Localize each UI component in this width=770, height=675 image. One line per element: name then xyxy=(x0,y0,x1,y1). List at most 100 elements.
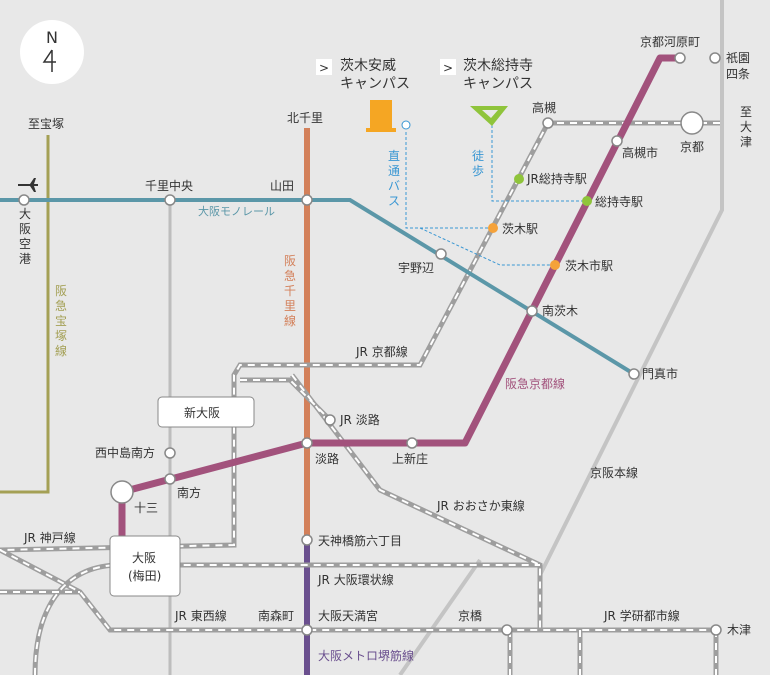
label-gion-1: 祇園 xyxy=(726,51,750,65)
label-ibaraki: 茨木駅 xyxy=(502,222,538,236)
station-senri-chuo xyxy=(164,194,176,206)
label-hankyu-senri-4: 里 xyxy=(284,299,296,313)
label-takatsuki: 高槻 xyxy=(532,100,556,115)
label-minamikata: 南方 xyxy=(177,485,201,500)
building-icon xyxy=(366,100,396,132)
station-awaji xyxy=(301,437,313,449)
station-juso xyxy=(110,480,134,504)
label-walk-2: 歩 xyxy=(472,163,484,178)
station-takatsuki xyxy=(542,117,554,129)
station-kyobashi xyxy=(501,624,513,636)
station-soujiji xyxy=(582,196,592,206)
label-kadoma: 門真市 xyxy=(642,366,678,381)
label-kyobashi: 京橋 xyxy=(458,609,482,623)
label-monorail: 大阪モノレール xyxy=(198,204,275,218)
label-yamada: 山田 xyxy=(270,179,294,193)
label-jr-loop: JR 大阪環状線 xyxy=(317,572,394,587)
station-yamada xyxy=(301,194,313,206)
station-kyoto xyxy=(680,111,704,135)
label-osaka-2: (梅田) xyxy=(128,568,161,583)
station-jr-soujiji xyxy=(514,174,524,184)
label-jr-kobe: JR 神戸線 xyxy=(23,530,76,545)
label-hankyu-senri-1: 阪 xyxy=(284,254,296,268)
shin-osaka-box xyxy=(157,396,255,428)
label-to-otsu-3: 津 xyxy=(740,135,752,149)
label-hankyu-takarazuka-2: 急 xyxy=(55,298,67,313)
station-jr-awaji xyxy=(324,414,336,426)
bus-stop-marker xyxy=(401,120,411,130)
label-hankyu-senri-5: 線 xyxy=(284,313,296,328)
label-itami-4: 港 xyxy=(19,252,31,266)
station-takatsukishi xyxy=(611,135,623,147)
label-itami-3: 空 xyxy=(19,237,31,251)
label-kita-senri: 北千里 xyxy=(287,111,323,125)
label-shin-osaka: 新大阪 xyxy=(184,405,220,420)
station-ibarakishi xyxy=(550,260,560,270)
label-kyoto-kawaramachi: 京都河原町 xyxy=(640,35,700,49)
label-to-takarazuka: 至宝塚 xyxy=(28,117,64,131)
label-walk-1: 徒 xyxy=(472,149,484,163)
campus-routes xyxy=(405,125,587,266)
label-hankyu-senri-2: 急 xyxy=(284,268,296,283)
label-minami-ibaraki: 南茨木 xyxy=(542,303,578,318)
compass-letter: N xyxy=(46,28,58,47)
station-gion xyxy=(709,52,721,64)
label-jr-awaji: JR 淡路 xyxy=(339,412,380,427)
label-itami-1: 大 xyxy=(19,207,31,221)
label-tenjin: 天神橋筋六丁目 xyxy=(318,533,402,548)
station-nishinaka xyxy=(164,447,176,459)
label-direct-bus-4: ス xyxy=(388,194,400,208)
label-nishinaka: 西中島南方 xyxy=(95,445,155,460)
osaka-monorail-line xyxy=(0,198,636,376)
station-minamimorimachi xyxy=(301,624,313,636)
label-takatsukishi: 高槻市 xyxy=(622,145,658,160)
label-hankyu-takarazuka-5: 線 xyxy=(55,343,67,358)
label-to-otsu-2: 大 xyxy=(740,120,752,134)
osaka-box xyxy=(109,535,181,597)
arrow-box-anui xyxy=(316,59,332,75)
label-anui-campus-2: キャンパス xyxy=(340,76,410,92)
label-direct-bus-1: 直 xyxy=(388,149,400,163)
label-hankyu-kyoto: 阪急京都線 xyxy=(505,376,565,391)
arrow-anui-icon: > xyxy=(319,61,329,75)
label-sakaisuji: 大阪メトロ堺筋線 xyxy=(318,648,414,663)
label-hankyu-takarazuka-3: 宝 xyxy=(55,314,67,328)
stations xyxy=(18,52,722,636)
label-to-otsu-1: 至 xyxy=(740,105,752,119)
label-hankyu-takarazuka-4: 塚 xyxy=(55,329,67,343)
airplane-icon xyxy=(18,178,38,192)
label-jr-soujiji: JR総持寺駅 xyxy=(526,171,587,186)
hankyu-takarazuka-line xyxy=(0,135,50,494)
compass-arrow-icon xyxy=(42,49,56,72)
label-keihan: 京阪本線 xyxy=(590,465,638,480)
label-ibarakishi: 茨木市駅 xyxy=(565,258,613,273)
label-souji-campus-2: キャンパス xyxy=(463,76,533,92)
arrow-box-souji xyxy=(440,59,456,75)
label-soujiji: 総持寺駅 xyxy=(595,194,643,209)
label-juso: 十三 xyxy=(134,501,158,515)
station-minamikata xyxy=(164,473,176,485)
label-hankyu-senri-3: 千 xyxy=(284,284,296,298)
station-itami xyxy=(18,194,30,206)
label-senri-chuo: 千里中央 xyxy=(145,178,193,193)
label-kizu: 木津 xyxy=(727,623,751,637)
label-awaji: 淡路 xyxy=(315,451,339,466)
label-jr-gakken: JR 学研都市線 xyxy=(603,608,680,623)
arrow-souji-icon: > xyxy=(443,61,453,75)
label-jr-osaka-higashi: JR おおさか東線 xyxy=(436,498,525,513)
label-osaka-tenmangu: 大阪天満宮 xyxy=(318,608,378,623)
station-kadoma xyxy=(628,368,640,380)
station-kamishinjo xyxy=(406,437,418,449)
label-anui-campus-1: 茨木安威 xyxy=(340,58,396,74)
label-uno: 宇野辺 xyxy=(398,261,434,275)
label-minamimorimachi: 南森町 xyxy=(258,608,294,623)
station-tenjin xyxy=(301,534,313,546)
label-jr-tozai: JR 東西線 xyxy=(174,608,227,623)
label-kamishinjo: 上新庄 xyxy=(392,451,428,466)
station-kyoto-kawaramachi xyxy=(674,52,686,64)
station-ibaraki xyxy=(488,223,498,233)
keihan-line xyxy=(398,0,724,675)
label-hankyu-takarazuka-1: 阪 xyxy=(55,284,67,298)
label-direct-bus-2: 通 xyxy=(388,164,400,178)
